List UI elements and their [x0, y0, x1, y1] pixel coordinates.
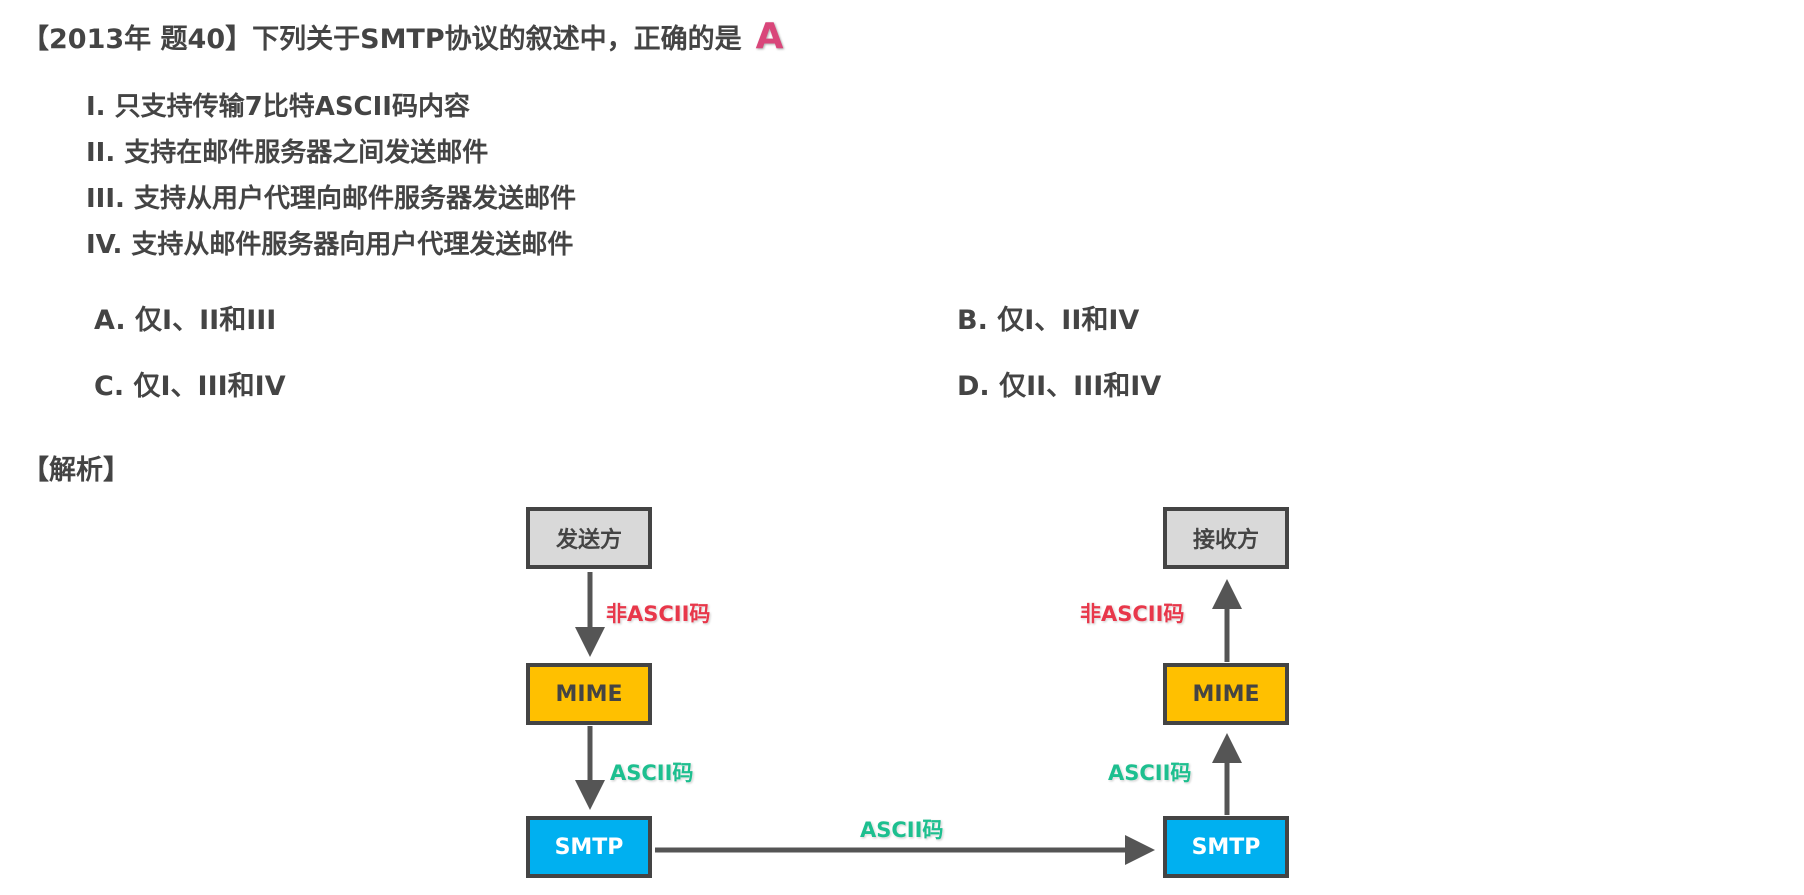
label-ascii-right: ASCII码 — [1108, 761, 1192, 785]
sender-box: 发送方 — [526, 507, 652, 569]
question-title: 【2013年 题40】下列关于SMTP协议的叙述中，正确的是 A — [22, 16, 784, 57]
label-ascii-middle: ASCII码 — [860, 818, 944, 842]
statement-1: I. 只支持传输7比特ASCII码内容 — [86, 92, 470, 122]
sender-mime-box: MIME — [526, 663, 652, 725]
label-non-ascii-left: 非ASCII码 — [606, 602, 711, 626]
receiver-box: 接收方 — [1163, 507, 1289, 569]
receiver-mime-box: MIME — [1163, 663, 1289, 725]
receiver-smtp-box: SMTP — [1163, 816, 1289, 878]
statement-2: II. 支持在邮件服务器之间发送邮件 — [86, 138, 489, 168]
option-b: B. 仅I、II和IV — [957, 305, 1140, 336]
label-non-ascii-right: 非ASCII码 — [1080, 602, 1185, 626]
label-ascii-left: ASCII码 — [610, 761, 694, 785]
sender-smtp-box: SMTP — [526, 816, 652, 878]
option-c: C. 仅I、III和IV — [94, 371, 286, 402]
answer-mark: A — [755, 16, 784, 57]
question-text: 【2013年 题40】下列关于SMTP协议的叙述中，正确的是 — [22, 24, 742, 55]
option-a: A. 仅I、II和III — [94, 305, 277, 336]
statement-3: III. 支持从用户代理向邮件服务器发送邮件 — [86, 184, 576, 214]
statement-4: IV. 支持从邮件服务器向用户代理发送邮件 — [86, 230, 574, 260]
analysis-label: 【解析】 — [22, 455, 130, 486]
option-d: D. 仅II、III和IV — [957, 371, 1162, 402]
